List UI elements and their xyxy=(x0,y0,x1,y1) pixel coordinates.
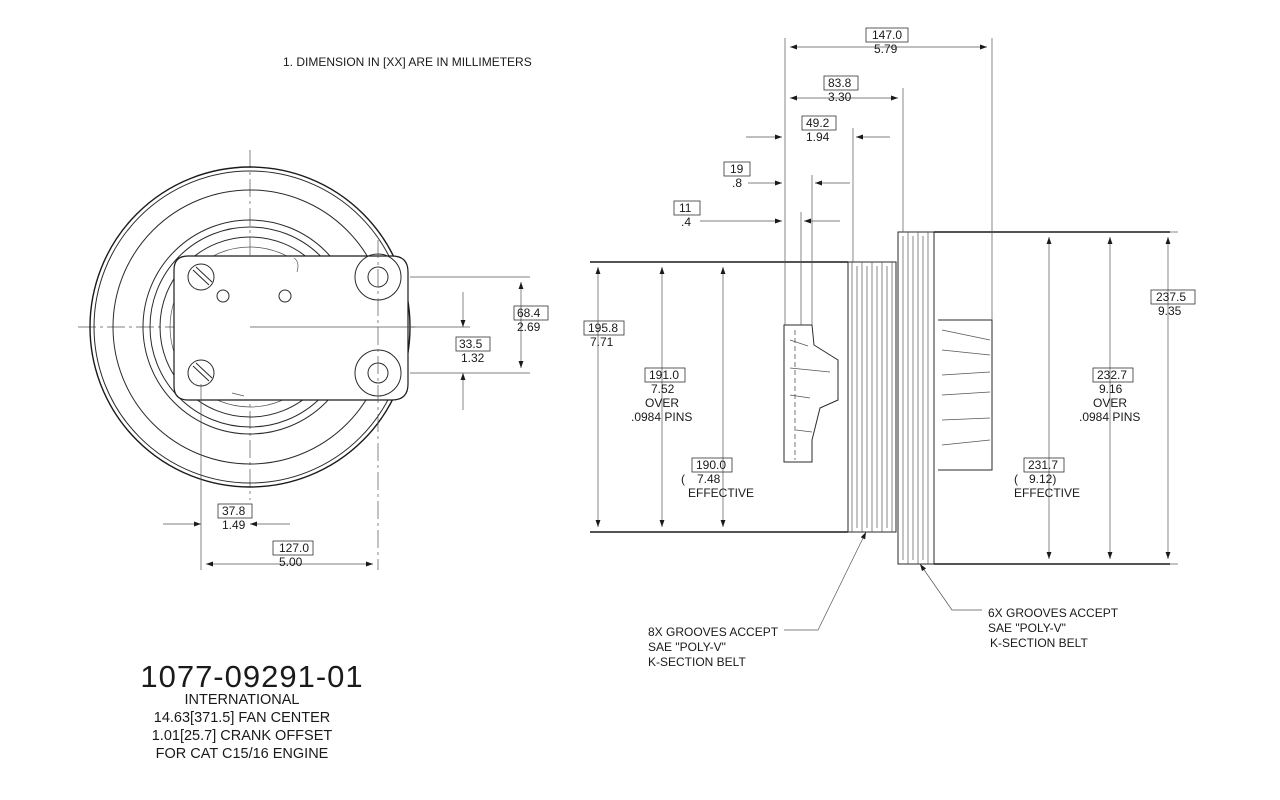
title-line-1: INTERNATIONAL xyxy=(185,692,300,708)
dim-191-0-mm: 191.0 xyxy=(649,368,679,382)
dim-33-5-in: 1.32 xyxy=(461,351,485,365)
dim-147-0-mm: 147.0 xyxy=(872,28,902,42)
side-view: 147.0 5.79 83.8 3.30 49.2 1.94 19 .8 11 … xyxy=(583,27,1196,669)
title-line-2: 14.63[371.5] FAN CENTER xyxy=(154,710,331,726)
grooves-8x-line-3: K-SECTION BELT xyxy=(648,655,746,669)
grooves-8x-line-2: SAE "POLY-V" xyxy=(648,640,726,654)
dim-231-7-in: 9.12) xyxy=(1029,472,1056,486)
dim-231-7-mm: 231.7 xyxy=(1028,458,1058,472)
dim-37-8-mm: 37.8 xyxy=(222,504,246,518)
dim-83-8-mm: 83.8 xyxy=(828,76,852,90)
dim-232-7-mm: 232.7 xyxy=(1097,368,1127,382)
grooves-6x-line-3: K-SECTION BELT xyxy=(990,636,1088,650)
dim-19-in: .8 xyxy=(732,176,742,190)
dim-190-0-in: 7.48 xyxy=(697,472,721,486)
dim-33-5-mm: 33.5 xyxy=(459,337,483,351)
dim-68-4-in: 2.69 xyxy=(517,320,541,334)
millimeter-note: 1. DIMENSION IN [XX] ARE IN MILLIMETERS xyxy=(283,55,532,69)
dim-11-in: .4 xyxy=(681,215,691,229)
dim-232-7-in: 9.16 xyxy=(1099,382,1123,396)
dim-49-2-in: 1.94 xyxy=(806,130,830,144)
dim-191-0-over: OVER xyxy=(645,396,679,410)
title-line-4: FOR CAT C15/16 ENGINE xyxy=(156,746,329,762)
grooves-8x-pattern xyxy=(851,262,893,532)
grooves-8x-line-1: 8X GROOVES ACCEPT xyxy=(648,625,779,639)
dim-147-0-in: 5.79 xyxy=(874,42,898,56)
dim-11-mm: 11 xyxy=(679,201,692,215)
dim-195-8-mm: 195.8 xyxy=(588,321,618,335)
grooves-6x-pattern xyxy=(902,232,929,564)
dim-191-0-in: 7.52 xyxy=(651,382,675,396)
dim-231-7-paren: ( xyxy=(1014,472,1018,486)
dim-68-4-mm: 68.4 xyxy=(517,306,541,320)
dim-190-0-effective: EFFECTIVE xyxy=(688,486,754,500)
title-block: 1077-09291-01 INTERNATIONAL 14.63[371.5]… xyxy=(140,659,363,762)
dim-190-0-paren: ( xyxy=(681,472,685,486)
dim-237-5-in: 9.35 xyxy=(1158,304,1182,318)
dim-127-0-in: 5.00 xyxy=(279,555,303,569)
dim-232-7-pins: .0984 PINS xyxy=(1079,410,1140,424)
dim-37-8-in: 1.49 xyxy=(222,518,246,532)
dim-232-7-over: OVER xyxy=(1093,396,1127,410)
dim-231-7-effective: EFFECTIVE xyxy=(1014,486,1080,500)
dim-49-2-mm: 49.2 xyxy=(806,116,830,130)
dim-237-5-mm: 237.5 xyxy=(1156,290,1186,304)
dim-19-mm: 19 xyxy=(730,162,744,176)
grooves-6x-line-1: 6X GROOVES ACCEPT xyxy=(988,606,1119,620)
dim-195-8-in: 7.71 xyxy=(590,335,614,349)
dim-190-0-mm: 190.0 xyxy=(696,458,726,472)
grooves-6x-line-2: SAE "POLY-V" xyxy=(988,621,1066,635)
dim-127-0-mm: 127.0 xyxy=(279,541,309,555)
dim-83-8-in: 3.30 xyxy=(828,90,852,104)
title-line-3: 1.01[25.7] CRANK OFFSET xyxy=(152,728,333,744)
part-number: 1077-09291-01 xyxy=(140,659,363,694)
dim-191-0-pins: .0984 PINS xyxy=(631,410,692,424)
front-view: 68.4 2.69 33.5 1.32 37.8 1.49 127.0 5.00 xyxy=(78,150,549,570)
